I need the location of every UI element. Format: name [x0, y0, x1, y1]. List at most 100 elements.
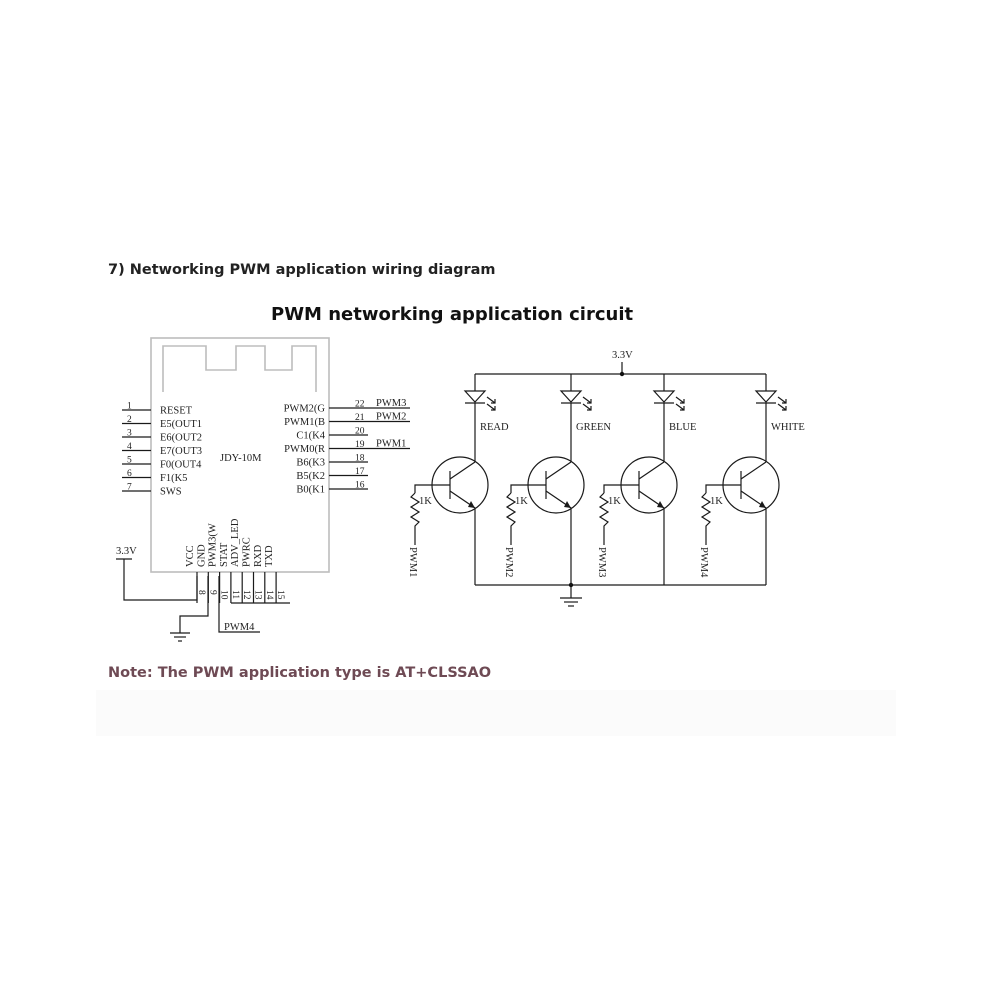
- pin-number: 14: [264, 590, 274, 600]
- supply-junction: [619, 371, 625, 377]
- pin-label: B6(K3: [296, 458, 325, 469]
- pin-number: 15: [275, 590, 285, 600]
- right-pin: 22 PWM2(G PWM3: [284, 398, 410, 415]
- pin-label: PWM0(R: [284, 444, 325, 455]
- pin-number: 10: [219, 590, 229, 600]
- pin-label: SWS: [160, 487, 182, 498]
- pin-number: 6: [127, 469, 132, 479]
- pin-number: 11: [230, 590, 240, 599]
- led-label: READ: [480, 422, 509, 433]
- pin-label: ADV_LED: [230, 518, 241, 567]
- pin-label: RESET: [160, 406, 193, 417]
- vcc-wire: [116, 558, 198, 601]
- pin-number: 13: [253, 590, 263, 600]
- pin-label: GND: [196, 544, 207, 567]
- led-driver-circuit: 3.3V READ1KPWM1GREEN1KPWM2BLUE1KPWM3WHIT…: [407, 350, 805, 607]
- led-channel: READ 1K PWM1: [407, 374, 509, 585]
- pin-label: PWRC: [242, 537, 253, 567]
- light-emission-icon: [777, 396, 787, 411]
- pin-number: 8: [196, 590, 206, 595]
- module-outline: [150, 337, 330, 573]
- resistor-label: 1K: [608, 496, 621, 507]
- pin-number: 3: [127, 429, 132, 439]
- led-icon: [559, 390, 583, 403]
- pin-label: F1(K5: [160, 473, 187, 484]
- right-pin: 16 B0(K1: [296, 481, 368, 496]
- left-pin: 7 SWS: [122, 483, 182, 498]
- pin-label: VCC: [185, 545, 196, 567]
- bottom-pin-list: 8VCC9GND10PWM3(W11STAT12ADV_LED13PWRC14R…: [185, 518, 290, 604]
- led-label: WHITE: [771, 422, 805, 433]
- right-pin: 17 B5(K2: [296, 467, 368, 482]
- pwm4-wire: [218, 576, 260, 633]
- led-label: GREEN: [576, 422, 611, 433]
- bottom-pin: 13 PWRC: [242, 537, 263, 603]
- pin-label: B0(K1: [296, 485, 325, 496]
- pin-number: 12: [241, 590, 251, 600]
- pin-label: B5(K2: [296, 471, 325, 482]
- bottom-pin: 12 ADV_LED: [230, 518, 251, 603]
- pin-number: 1: [127, 402, 132, 412]
- left-pin: 2 E5(OUT1: [122, 415, 202, 430]
- pin-label: E6(OUT2: [160, 433, 202, 444]
- pin-number: 4: [127, 442, 132, 452]
- pin-number: 16: [355, 481, 365, 491]
- pwm-input-label: PWM1: [407, 547, 418, 577]
- pwm-input-label: PWM4: [698, 547, 709, 578]
- led-icon: [754, 390, 778, 403]
- circuit-ground-symbol: [560, 597, 582, 607]
- left-pin: 5 F0(OUT4: [122, 456, 202, 471]
- led-icon: [652, 390, 676, 403]
- left-pin-list: 1 RESET 2 E5(OUT1 3 E6(OUT2 4 E7(OUT3 5 F0(OUT4 6 F…: [122, 402, 202, 498]
- resistor-icon: [598, 492, 610, 545]
- pin-label: F0(OUT4: [160, 460, 202, 471]
- pin-label: E5(OUT1: [160, 419, 202, 430]
- pin-label: STAT: [219, 542, 230, 567]
- resistor-icon: [700, 492, 712, 545]
- module-name: JDY-10M: [220, 453, 262, 464]
- footer-band: [96, 690, 896, 736]
- light-emission-icon: [582, 396, 592, 411]
- module-vcc-label: 3.3V: [116, 546, 137, 557]
- pin-number: 22: [355, 400, 365, 410]
- pin-label: PWM1(B: [284, 417, 325, 428]
- note-text: Note: The PWM application type is AT+CLS…: [108, 665, 492, 681]
- channel-list: READ1KPWM1GREEN1KPWM2BLUE1KPWM3WHITE1KPW…: [407, 374, 805, 585]
- pin-label: E7(OUT3: [160, 446, 202, 457]
- net-label: PWM2: [376, 412, 406, 423]
- resistor-label: 1K: [419, 496, 432, 507]
- pin-number: 17: [355, 467, 365, 477]
- antenna-trace: [162, 345, 317, 392]
- section-heading: 7) Networking PWM application wiring dia…: [108, 262, 496, 278]
- pin-label: PWM2(G: [284, 404, 326, 415]
- net-label: PWM3: [376, 398, 406, 409]
- bottom-pin: 11 STAT: [219, 542, 240, 603]
- pin-label: C1(K4: [296, 431, 325, 442]
- pin-number: 7: [127, 483, 132, 493]
- right-pin: 18 B6(K3: [296, 454, 368, 469]
- module-pwm4-label: PWM4: [224, 622, 255, 633]
- resistor-label: 1K: [515, 496, 528, 507]
- net-label: PWM1: [376, 439, 406, 450]
- pin-number: 2: [127, 415, 132, 425]
- left-pin: 3 E6(OUT2: [122, 429, 202, 444]
- left-pin: 6 F1(K5: [122, 469, 187, 484]
- pin-label: TXD: [264, 545, 275, 567]
- led-label: BLUE: [669, 422, 696, 433]
- bottom-pin: 15 TXD: [264, 545, 285, 603]
- pin-number: 18: [355, 454, 365, 464]
- diagram-title: PWM networking application circuit: [271, 304, 634, 325]
- resistor-icon: [409, 492, 421, 545]
- led-icon: [463, 390, 487, 403]
- pin-number: 19: [355, 440, 365, 450]
- pin-number: 5: [127, 456, 132, 466]
- resistor-icon: [505, 492, 517, 545]
- pin-label: PWM3(W: [208, 523, 219, 567]
- pin-number: 9: [207, 590, 217, 595]
